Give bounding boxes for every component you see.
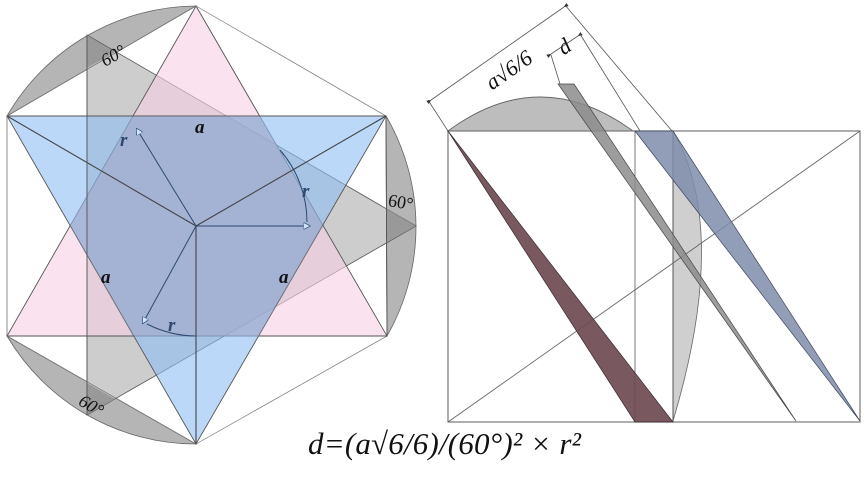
edge-label-left: a — [101, 267, 111, 288]
dark-corner-bottom — [87, 383, 115, 415]
left-figure: 60° 60° 60° a a a r r r — [5, 5, 417, 445]
cube-edges — [6, 115, 387, 444]
dark-corner-top — [87, 35, 115, 68]
dimension-label-long: a√6/6 — [481, 45, 537, 95]
edge-label-right: a — [279, 267, 289, 288]
edge-label-top: a — [195, 117, 205, 138]
radius-arcs — [138, 131, 308, 337]
radius-arc-bottom — [144, 225, 197, 321]
dark-corner-right — [386, 208, 416, 243]
slate-wedge — [634, 130, 861, 422]
radius-arc-bottom-curve — [146, 323, 197, 337]
maroon-wedge — [447, 130, 674, 423]
dimension-label-short: d — [552, 32, 576, 59]
angle-label-right: 60° — [387, 190, 415, 214]
radius-label-1: r — [120, 130, 128, 151]
vertical-guide-right — [385, 115, 388, 337]
diagonal — [447, 130, 861, 423]
arc-cap — [446, 96, 635, 132]
formula: d=(a√6/6)/(60°)² × r² — [308, 426, 582, 461]
dimension-lines — [426, 2, 673, 132]
radius-label-2: r — [302, 181, 310, 202]
radius-arc-right-curve — [279, 149, 308, 223]
right-figure: a√6/6 d — [426, 2, 861, 423]
radius-label-3: r — [168, 315, 176, 336]
radius-arc-top — [138, 131, 197, 227]
